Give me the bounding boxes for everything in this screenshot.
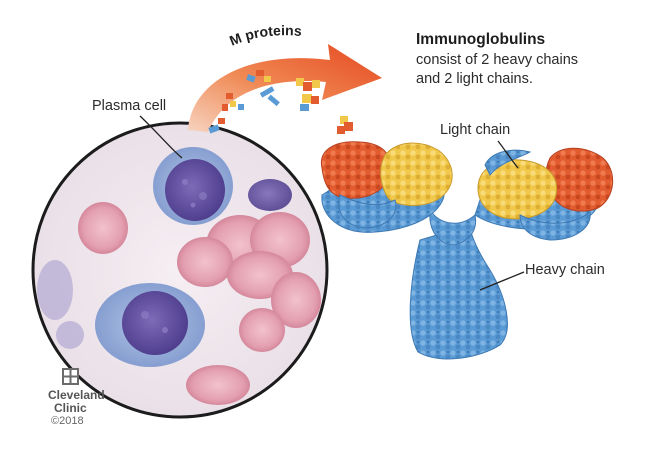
red-blood-cell [186,365,250,405]
brand-name-line1: Cleveland [48,388,105,402]
heavy-chain-label: Heavy chain [525,262,605,278]
plasma-cell-lower [95,283,205,367]
heavy-chain-right-top [484,149,532,176]
m-proteins-arrow [188,44,382,132]
diagram-subtitle-line1: consist of 2 heavy chains [416,52,579,68]
light-chain-left-constant [380,142,453,206]
brand-name-line2: Clinic [54,401,87,415]
dark-cell [248,179,292,211]
red-blood-cell [239,308,285,352]
copyright-text: ©2018 [51,415,84,427]
diagram-subtitle-line2: and 2 light chains. [416,71,533,87]
m-protein-fragments [208,70,353,134]
microscope-view [31,121,329,419]
plasma-cell-upper [153,147,233,225]
plasma-cell-pointer [139,115,183,159]
pale-cell [56,321,84,349]
cleveland-clinic-logo-icon [62,368,79,385]
hinge-region [429,208,477,246]
red-blood-cell [271,272,321,328]
light-chain-pointer [497,140,519,169]
heavy-chain-fc [409,224,508,360]
antibody-structure [320,141,614,360]
m-proteins-label: M proteins [227,22,302,49]
heavy-chain-left-variable [338,194,397,229]
plasma-cell-label: Plasma cell [92,98,167,114]
light-chain-left-variable [320,141,391,199]
red-blood-cell [177,237,233,287]
red-blood-cell [78,202,128,254]
light-chain-label: Light chain [440,122,511,138]
diagram-title: Immunoglobulins [416,31,546,48]
heavy-chain-right-variable [519,211,591,241]
heavy-chain-pointer [479,271,525,291]
pale-cell [37,260,73,320]
